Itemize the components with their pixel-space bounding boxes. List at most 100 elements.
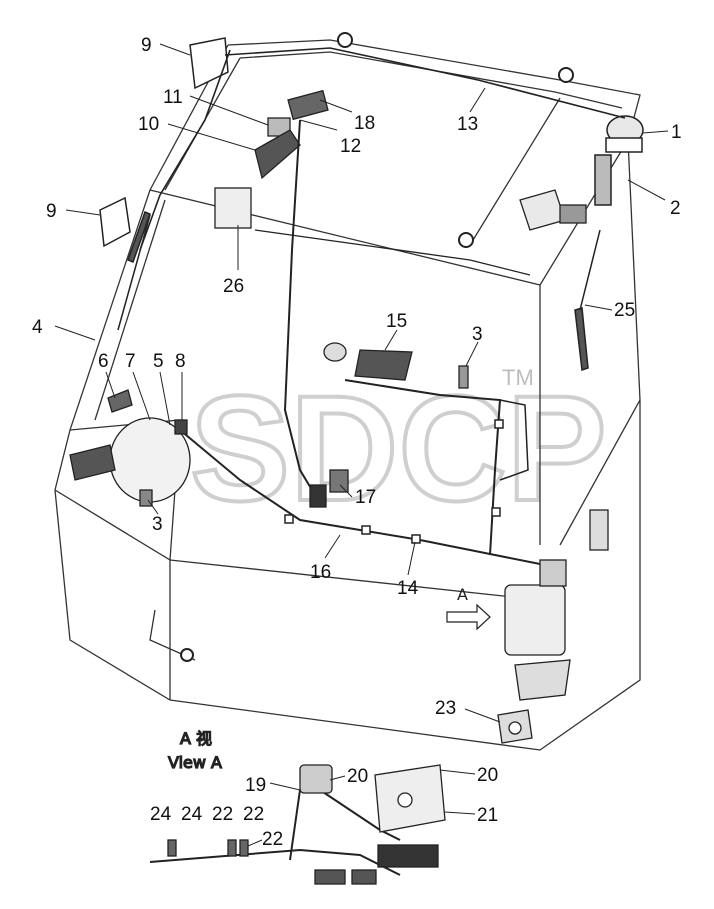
- leader-20b: [439, 769, 476, 775]
- floor-harness-16: [179, 429, 546, 566]
- washer-tank: [504, 509, 609, 701]
- wipers: [117, 211, 601, 372]
- leader-5: [159, 371, 171, 426]
- leader-21: [444, 811, 476, 815]
- mirrors: [99, 37, 229, 248]
- connector-17: [309, 469, 349, 508]
- connector-10: [254, 129, 301, 180]
- leader-4: [54, 325, 96, 341]
- leader-1: [642, 130, 669, 134]
- detail-connector: [377, 844, 439, 868]
- front-pillar-harness: [139, 49, 231, 251]
- mirror-left: [99, 196, 131, 248]
- watermark-tm: TM: [502, 365, 534, 390]
- callout-22: 22: [212, 804, 233, 825]
- rear-wiper-blade: [574, 307, 589, 372]
- callout-12: 12: [340, 136, 361, 157]
- clip: [494, 419, 504, 429]
- rear-wiper-arm: [579, 229, 601, 311]
- rear-wiper-motor-body: [519, 189, 566, 231]
- callout-10: 10: [138, 114, 159, 135]
- leader-7: [132, 371, 151, 421]
- callout-26: 26: [223, 276, 244, 297]
- rear-side-line: [559, 399, 641, 546]
- fuse-22a: [227, 839, 237, 857]
- side-bracket: [589, 509, 609, 551]
- callout-8: 8: [175, 351, 186, 372]
- callout-20: 20: [477, 765, 498, 786]
- callout-19: 19: [245, 775, 266, 796]
- callout-18: 18: [354, 113, 375, 134]
- detail-plug: [314, 869, 346, 885]
- roof-harness-branch: [254, 229, 531, 276]
- callout-7: 7: [125, 351, 136, 372]
- callout-3: 3: [152, 514, 163, 535]
- lifting-eye-4: [180, 648, 194, 662]
- callout-23: 23: [435, 698, 456, 719]
- interior-lamp-26: [214, 187, 252, 229]
- view-a-detail: A 视 View A: [149, 728, 446, 885]
- front-wiper-blade: [127, 211, 151, 263]
- leader-6: [105, 371, 116, 399]
- switch-panel-15: [354, 349, 413, 381]
- callout-9: 9: [141, 35, 152, 56]
- leader-13: [469, 87, 486, 113]
- beacon-base: [605, 137, 643, 153]
- callouts: 1 2 3 3 4 5 6 7 8 9 9 10 11 12 13 14 15 …: [32, 35, 682, 850]
- clip: [491, 507, 501, 517]
- leader-15: [384, 329, 398, 351]
- rear-wiper-motor-head: [559, 204, 587, 224]
- part-23-hole: [508, 721, 522, 735]
- relay-19: [299, 764, 333, 794]
- leader-11: [189, 95, 269, 126]
- callout-1: 1: [671, 122, 682, 143]
- callout-22: 22: [243, 804, 264, 825]
- connector-17-plug: [329, 469, 349, 493]
- leader-3b: [147, 499, 159, 515]
- callout-2: 2: [670, 198, 681, 219]
- controller-21-port: [397, 792, 413, 808]
- leader-18: [319, 99, 353, 113]
- pillar-harness: [283, 119, 319, 501]
- callout-3: 3: [472, 324, 483, 345]
- leader-lines: [54, 43, 669, 847]
- panel-gauge: [323, 342, 347, 362]
- lifting-eye-1: [337, 32, 353, 48]
- leader-3a: [465, 341, 479, 367]
- leader-23: [464, 708, 501, 723]
- callout-5: 5: [153, 351, 164, 372]
- callout-24: 24: [181, 804, 203, 825]
- leader-9a: [159, 43, 191, 56]
- leader-17: [339, 484, 353, 498]
- beacon-lamp: [594, 115, 644, 206]
- fuse-24a: [167, 839, 177, 857]
- leader-12: [299, 119, 338, 131]
- lifting-eyes: [180, 32, 574, 662]
- leader-20a: [329, 775, 346, 781]
- leader-9b: [65, 209, 101, 216]
- callout-4: 4: [32, 317, 43, 338]
- callout-25: 25: [614, 300, 635, 321]
- callout-6: 6: [98, 351, 109, 372]
- washer-bracket: [514, 659, 571, 701]
- switch-6: [107, 389, 133, 413]
- rear-right-pillar: [627, 139, 641, 560]
- view-title-cn: A 视: [180, 729, 212, 748]
- clip: [284, 514, 294, 524]
- callout-11: 11: [163, 87, 183, 108]
- leader-19: [269, 782, 301, 791]
- floor-step: [149, 609, 196, 661]
- part-23: [497, 709, 533, 744]
- callout-16: 16: [310, 562, 331, 583]
- view-title-en: View A: [168, 753, 222, 772]
- sensor-3-upper: [458, 365, 469, 389]
- leader-2: [627, 179, 666, 201]
- controller-box: [69, 444, 116, 481]
- view-arrow-shape: [446, 603, 491, 631]
- connector-17-body: [309, 484, 327, 508]
- leader-14: [407, 541, 416, 576]
- callout-24: 24: [150, 804, 172, 825]
- lifting-eye-3: [458, 232, 474, 248]
- fuse-22b: [239, 839, 249, 857]
- left-console: [69, 389, 191, 507]
